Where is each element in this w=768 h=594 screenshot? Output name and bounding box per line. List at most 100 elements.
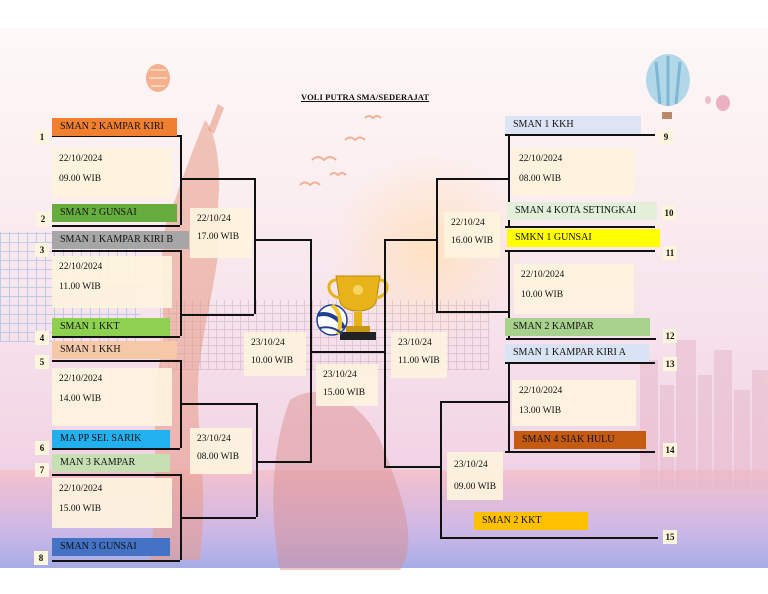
match-schedule-box: 22/10/24 17.00 WIB (190, 208, 252, 258)
match-schedule-box: 22/10/2024 08.00 WIB (512, 148, 634, 196)
team-box: SMAN 1 KAMPAR KIRI A (505, 344, 649, 362)
bracket-line (52, 360, 180, 362)
match-time: 09.00 WIB (454, 482, 497, 492)
bracket-line (384, 239, 386, 466)
match-schedule-box: 22/10/2024 09.00 WIB (52, 148, 172, 198)
bracket-line (508, 362, 510, 451)
match-date: 23/10/24 (323, 370, 357, 380)
match-time: 11.00 WIB (398, 356, 440, 366)
bracket-line (384, 466, 440, 468)
match-time: 10.00 WIB (251, 356, 294, 366)
match-time: 14.00 WIB (59, 394, 102, 404)
match-date: 23/10/24 (454, 460, 488, 470)
bracket-line (436, 311, 508, 313)
bracket-line (440, 401, 442, 537)
bracket-line (506, 338, 656, 340)
match-date: 22/10/2024 (59, 154, 103, 164)
bracket-line (180, 250, 182, 336)
match-schedule-box: 22/10/2024 10.00 WIB (514, 264, 634, 314)
bracket-line (384, 239, 436, 241)
match-time: 09.00 WIB (59, 174, 102, 184)
match-date: 22/10/2024 (59, 484, 103, 494)
bracket-line (52, 135, 180, 137)
match-time: 08.00 WIB (197, 452, 240, 462)
bracket-line (180, 360, 182, 448)
bracket-line (180, 403, 256, 405)
match-date: 23/10/24 (398, 338, 432, 348)
team-box: SMKN 1 GUNSAI (507, 229, 660, 247)
bracket-line (254, 239, 310, 241)
match-time: 17.00 WIB (197, 232, 240, 242)
bracket-line (180, 135, 182, 225)
match-time: 10.00 WIB (521, 290, 564, 300)
team-box: SMAN 2 KAMPAR KIRI (52, 118, 177, 136)
seed-number: 15 (663, 530, 677, 544)
page-title: VOLI PUTRA SMA/SEDERAJAT (301, 92, 430, 102)
bracket-line (505, 134, 655, 136)
bracket-line (254, 178, 256, 314)
team-box: SMAN 2 KAMPAR (505, 318, 650, 336)
match-time: 16.00 WIB (451, 236, 494, 246)
bracket-line (440, 537, 658, 539)
match-schedule-box: 23/10/24 11.00 WIB (391, 332, 447, 378)
bracket-line (436, 178, 508, 180)
match-time: 11.00 WIB (59, 282, 101, 292)
team-box: SMAN 4 SIAK HULU (514, 431, 646, 449)
team-box: MAN 3 KAMPAR (52, 454, 170, 472)
team-box: SMAN 1 KAMPAR KIRI B (52, 231, 189, 249)
seed-number: 13 (663, 357, 677, 371)
match-date: 22/10/2024 (521, 270, 565, 280)
bracket-line (310, 239, 312, 461)
match-schedule-box: 22/10/24 16.00 WIB (444, 212, 500, 258)
seed-number: 10 (662, 206, 676, 220)
seed-number: 2 (36, 212, 50, 226)
bracket-line (52, 560, 180, 562)
bracket-line (440, 401, 508, 403)
team-box: SMAN 1 KKH (52, 341, 177, 359)
match-date: 22/10/24 (197, 214, 231, 224)
match-schedule-box: 22/10/2024 13.00 WIB (512, 380, 636, 426)
match-date: 22/10/2024 (519, 154, 563, 164)
team-box: SMAN 3 GUNSAI (52, 538, 170, 556)
match-schedule-box: 22/10/2024 11.00 WIB (52, 256, 172, 308)
bracket-line (256, 461, 312, 463)
match-date: 23/10/24 (197, 434, 231, 444)
match-schedule-box: 22/10/2024 14.00 WIB (52, 368, 172, 426)
bracket-line (52, 448, 180, 450)
match-date: 22/10/2024 (519, 386, 563, 396)
bracket-line (312, 351, 384, 353)
match-date: 23/10/24 (251, 338, 285, 348)
team-box: SMAN 1 KKT (52, 318, 170, 336)
bracket-line (505, 451, 655, 453)
seed-number: 4 (35, 331, 49, 345)
seed-number: 1 (35, 130, 49, 144)
match-time: 08.00 WIB (519, 174, 562, 184)
bracket-line (52, 474, 180, 476)
match-date: 22/10/2024 (59, 262, 103, 272)
bracket-line (52, 225, 180, 227)
bracket-line (505, 250, 655, 252)
match-schedule-box: 23/10/24 09.00 WIB (447, 452, 503, 500)
seed-number: 6 (35, 441, 49, 455)
match-date: 22/10/2024 (59, 374, 103, 384)
team-box: MA PP SEI. SARIK (52, 430, 170, 448)
bracket-line (508, 134, 510, 226)
bracket-line (505, 226, 655, 228)
bracket-line (256, 403, 258, 517)
match-time: 13.00 WIB (519, 406, 562, 416)
seed-number: 5 (35, 355, 49, 369)
seed-number: 11 (663, 246, 677, 260)
seed-number: 3 (35, 243, 49, 257)
bracket-line (505, 362, 655, 364)
seed-number: 8 (34, 551, 48, 565)
bracket-line (52, 250, 180, 252)
match-schedule-box: 23/10/24 08.00 WIB (190, 428, 252, 474)
match-date: 22/10/24 (451, 218, 485, 228)
seed-number: 14 (663, 443, 677, 457)
bracket-line (508, 250, 510, 338)
bracket-line (180, 517, 256, 519)
seed-number: 7 (35, 463, 49, 477)
team-box: SMAN 2 GUNSAI (52, 204, 177, 222)
bracket-line (180, 178, 254, 180)
